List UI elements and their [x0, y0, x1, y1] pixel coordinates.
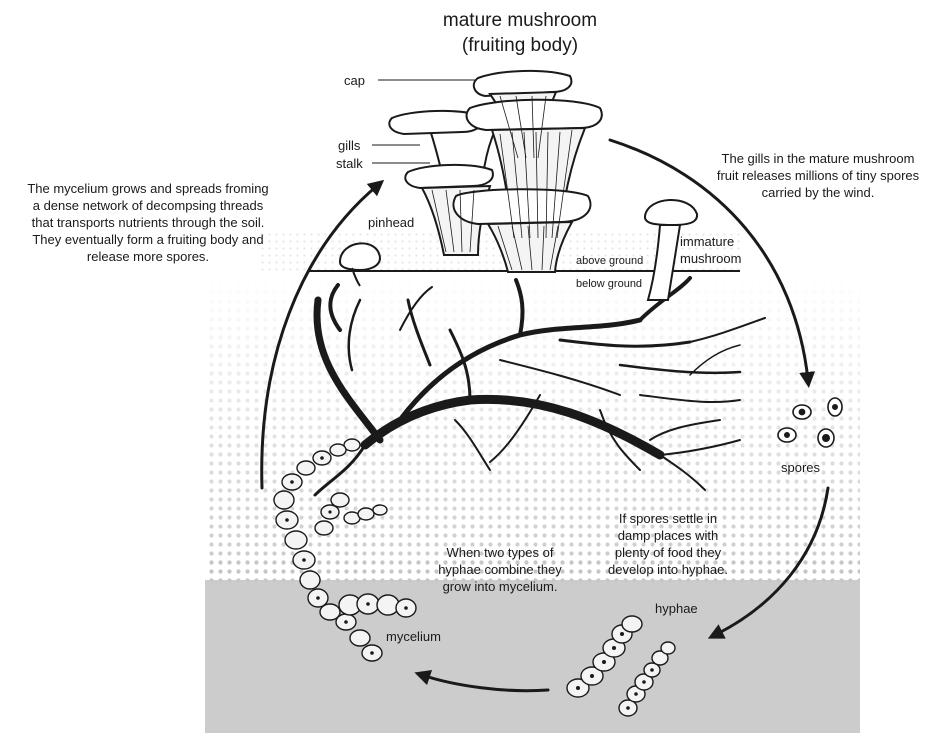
mycelium-grows-line-5: release more spores.: [27, 248, 268, 265]
mycelium-grows-line-2: a dense network of decompsing threads: [27, 197, 268, 214]
hyphae-combine-description: When two types of hyphae combine they gr…: [438, 544, 562, 595]
mycelium-grows-line-3: that transports nutrients through the so…: [27, 214, 268, 231]
title-line-2: (fruiting body): [462, 34, 578, 58]
stalk-label: stalk: [336, 155, 363, 172]
hyphae-combine-line-3: grow into mycelium.: [438, 578, 562, 595]
mycelium-grows-line-4: They eventually form a fruiting body and: [27, 231, 268, 248]
gills-release-line-2: fruit releases millions of tiny spores: [717, 167, 919, 184]
immature-label-line-2: mushroom: [680, 250, 741, 267]
gills-label: gills: [338, 137, 360, 154]
title-line-1: mature mushroom: [443, 9, 597, 33]
gills-release-line-1: The gills in the mature mushroom: [717, 150, 919, 167]
gills-release-line-3: carried by the wind.: [717, 184, 919, 201]
spores-settle-description: If spores settle in damp places with ple…: [608, 510, 728, 578]
spores-settle-line-1: If spores settle in: [608, 510, 728, 527]
soil-background: [205, 232, 860, 733]
spores-label: spores: [781, 459, 820, 476]
mycelium-grows-description: The mycelium grows and spreads froming a…: [27, 180, 268, 265]
hyphae-label: hyphae: [655, 600, 698, 617]
hyphae-combine-line-2: hyphae combine they: [438, 561, 562, 578]
spores-settle-line-3: plenty of food they: [608, 544, 728, 561]
pinhead-label: pinhead: [368, 214, 414, 231]
cap-label: cap: [344, 72, 365, 89]
spores-settle-line-4: develop into hyphae.: [608, 561, 728, 578]
mycelium-grows-line-1: The mycelium grows and spreads froming: [27, 180, 268, 197]
below-ground-label: below ground: [576, 277, 642, 291]
hyphae-combine-line-1: When two types of: [438, 544, 562, 561]
mycelium-label: mycelium: [386, 628, 441, 645]
gills-release-description: The gills in the mature mushroom fruit r…: [717, 150, 919, 201]
spores-settle-line-2: damp places with: [608, 527, 728, 544]
above-ground-label: above ground: [576, 254, 643, 268]
immature-label-line-1: immature: [680, 233, 734, 250]
